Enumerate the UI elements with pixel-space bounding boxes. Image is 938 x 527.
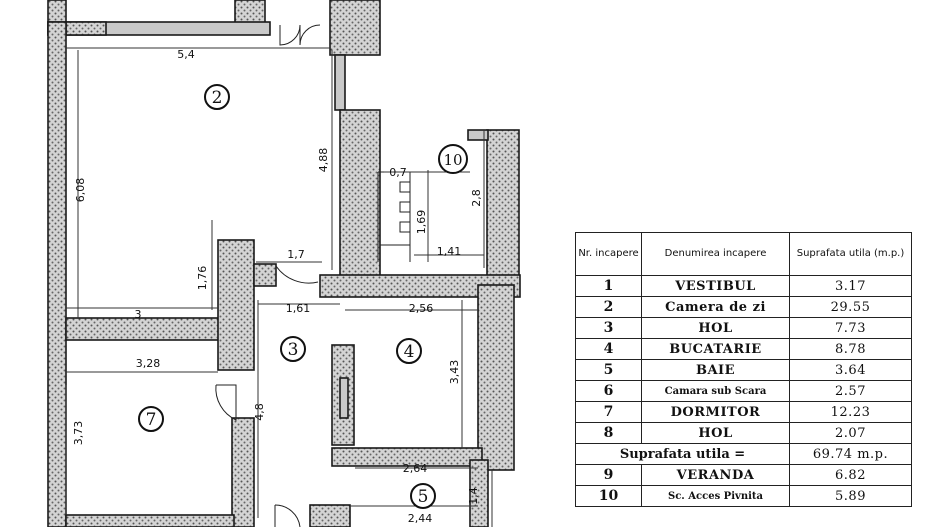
doors bbox=[215, 24, 321, 527]
dim-2-44: 2,44 bbox=[408, 512, 433, 525]
row-nr: 5 bbox=[575, 359, 642, 381]
room-number-4: 4 bbox=[404, 342, 415, 362]
table-header-row: Nr. incapere Denumirea incapere Suprafat… bbox=[575, 232, 912, 276]
dim-5-4: 5,4 bbox=[177, 48, 195, 61]
dim-4-88: 4,88 bbox=[317, 148, 330, 173]
header-area: Suprafata utila (m.p.) bbox=[789, 232, 912, 276]
row-nr: 10 bbox=[575, 485, 642, 507]
row-name: HOL bbox=[641, 422, 790, 444]
row-nr: 2 bbox=[575, 296, 642, 318]
row-area: 5.89 bbox=[789, 485, 912, 507]
row-nr: 4 bbox=[575, 338, 642, 360]
dim-2-56: 2,56 bbox=[409, 302, 434, 315]
table-row: 7 DORMITOR 12.23 bbox=[575, 401, 912, 423]
room-number-10: 10 bbox=[443, 151, 462, 169]
table-row: 8 HOL 2.07 bbox=[575, 422, 912, 444]
dimension-lines bbox=[65, 47, 493, 527]
row-name: VESTIBUL bbox=[641, 275, 790, 297]
row-nr: 9 bbox=[575, 464, 642, 486]
row-name: VERANDA bbox=[641, 464, 790, 486]
dim-1-4: 1,4 bbox=[467, 487, 480, 505]
row-nr: 6 bbox=[575, 380, 642, 402]
total-label: Suprafata utila = bbox=[575, 443, 790, 465]
dim-2-8: 2,8 bbox=[470, 189, 483, 207]
dim-3: 3 bbox=[135, 308, 142, 321]
dim-1-76: 1,76 bbox=[196, 266, 209, 291]
dim-1-7: 1,7 bbox=[287, 248, 305, 261]
row-area: 2.57 bbox=[789, 380, 912, 402]
total-row: Suprafata utila = 69.74 m.p. bbox=[575, 443, 912, 465]
row-name: BUCATARIE bbox=[641, 338, 790, 360]
table-row: 3 HOL 7.73 bbox=[575, 317, 912, 339]
stairs bbox=[377, 171, 411, 262]
dim-6-08: 6,08 bbox=[74, 178, 87, 203]
row-nr: 1 bbox=[575, 275, 642, 297]
row-name: Camara sub Scara bbox=[641, 380, 790, 402]
room-number-2: 2 bbox=[212, 88, 223, 108]
row-name: Sc. Acces Pivnita bbox=[641, 485, 790, 507]
row-area: 29.55 bbox=[789, 296, 912, 318]
dim-0-7: 0,7 bbox=[389, 166, 407, 179]
room-number-7: 7 bbox=[146, 410, 157, 430]
table-row: 1 VESTIBUL 3.17 bbox=[575, 275, 912, 297]
walls bbox=[47, 0, 521, 527]
table-row: 6 Camara sub Scara 2.57 bbox=[575, 380, 912, 402]
dim-3-73: 3,73 bbox=[72, 421, 85, 446]
row-name: DORMITOR bbox=[641, 401, 790, 423]
row-area: 3.17 bbox=[789, 275, 912, 297]
row-area: 12.23 bbox=[789, 401, 912, 423]
row-area: 7.73 bbox=[789, 317, 912, 339]
dim-4-8: 4,8 bbox=[253, 403, 266, 421]
row-name: BAIE bbox=[641, 359, 790, 381]
row-nr: 7 bbox=[575, 401, 642, 423]
dim-2-64: 2,64 bbox=[403, 462, 428, 475]
room-number-3: 3 bbox=[288, 340, 299, 360]
table-row: 9 VERANDA 6.82 bbox=[575, 464, 912, 486]
total-value: 69.74 m.p. bbox=[789, 443, 912, 465]
row-area: 6.82 bbox=[789, 464, 912, 486]
row-name: HOL bbox=[641, 317, 790, 339]
row-nr: 8 bbox=[575, 422, 642, 444]
dim-3-28: 3,28 bbox=[136, 357, 161, 370]
dim-1-61: 1,61 bbox=[286, 302, 311, 315]
row-area: 2.07 bbox=[789, 422, 912, 444]
dimension-labels: 5,4 6,08 4,88 0,7 2,8 1,69 1,41 1,7 1,76… bbox=[72, 48, 483, 525]
room-number-5: 5 bbox=[418, 487, 429, 507]
row-area: 8.78 bbox=[789, 338, 912, 360]
header-name: Denumirea incapere bbox=[641, 232, 790, 276]
room-markers: 2 3 4 5 7 10 bbox=[138, 84, 468, 509]
table-row: 4 BUCATARIE 8.78 bbox=[575, 338, 912, 360]
table-row: 2 Camera de zi 29.55 bbox=[575, 296, 912, 318]
dim-1-41: 1,41 bbox=[437, 245, 462, 258]
dim-3-43: 3,43 bbox=[448, 360, 461, 385]
row-area: 3.64 bbox=[789, 359, 912, 381]
table-row: 10 Sc. Acces Pivnita 5.89 bbox=[575, 485, 912, 507]
row-nr: 3 bbox=[575, 317, 642, 339]
header-nr: Nr. incapere bbox=[575, 232, 642, 276]
dim-1-69: 1,69 bbox=[415, 210, 428, 235]
row-name: Camera de zi bbox=[641, 296, 790, 318]
table-row: 5 BAIE 3.64 bbox=[575, 359, 912, 381]
area-table: Nr. incapere Denumirea incapere Suprafat… bbox=[575, 232, 912, 507]
